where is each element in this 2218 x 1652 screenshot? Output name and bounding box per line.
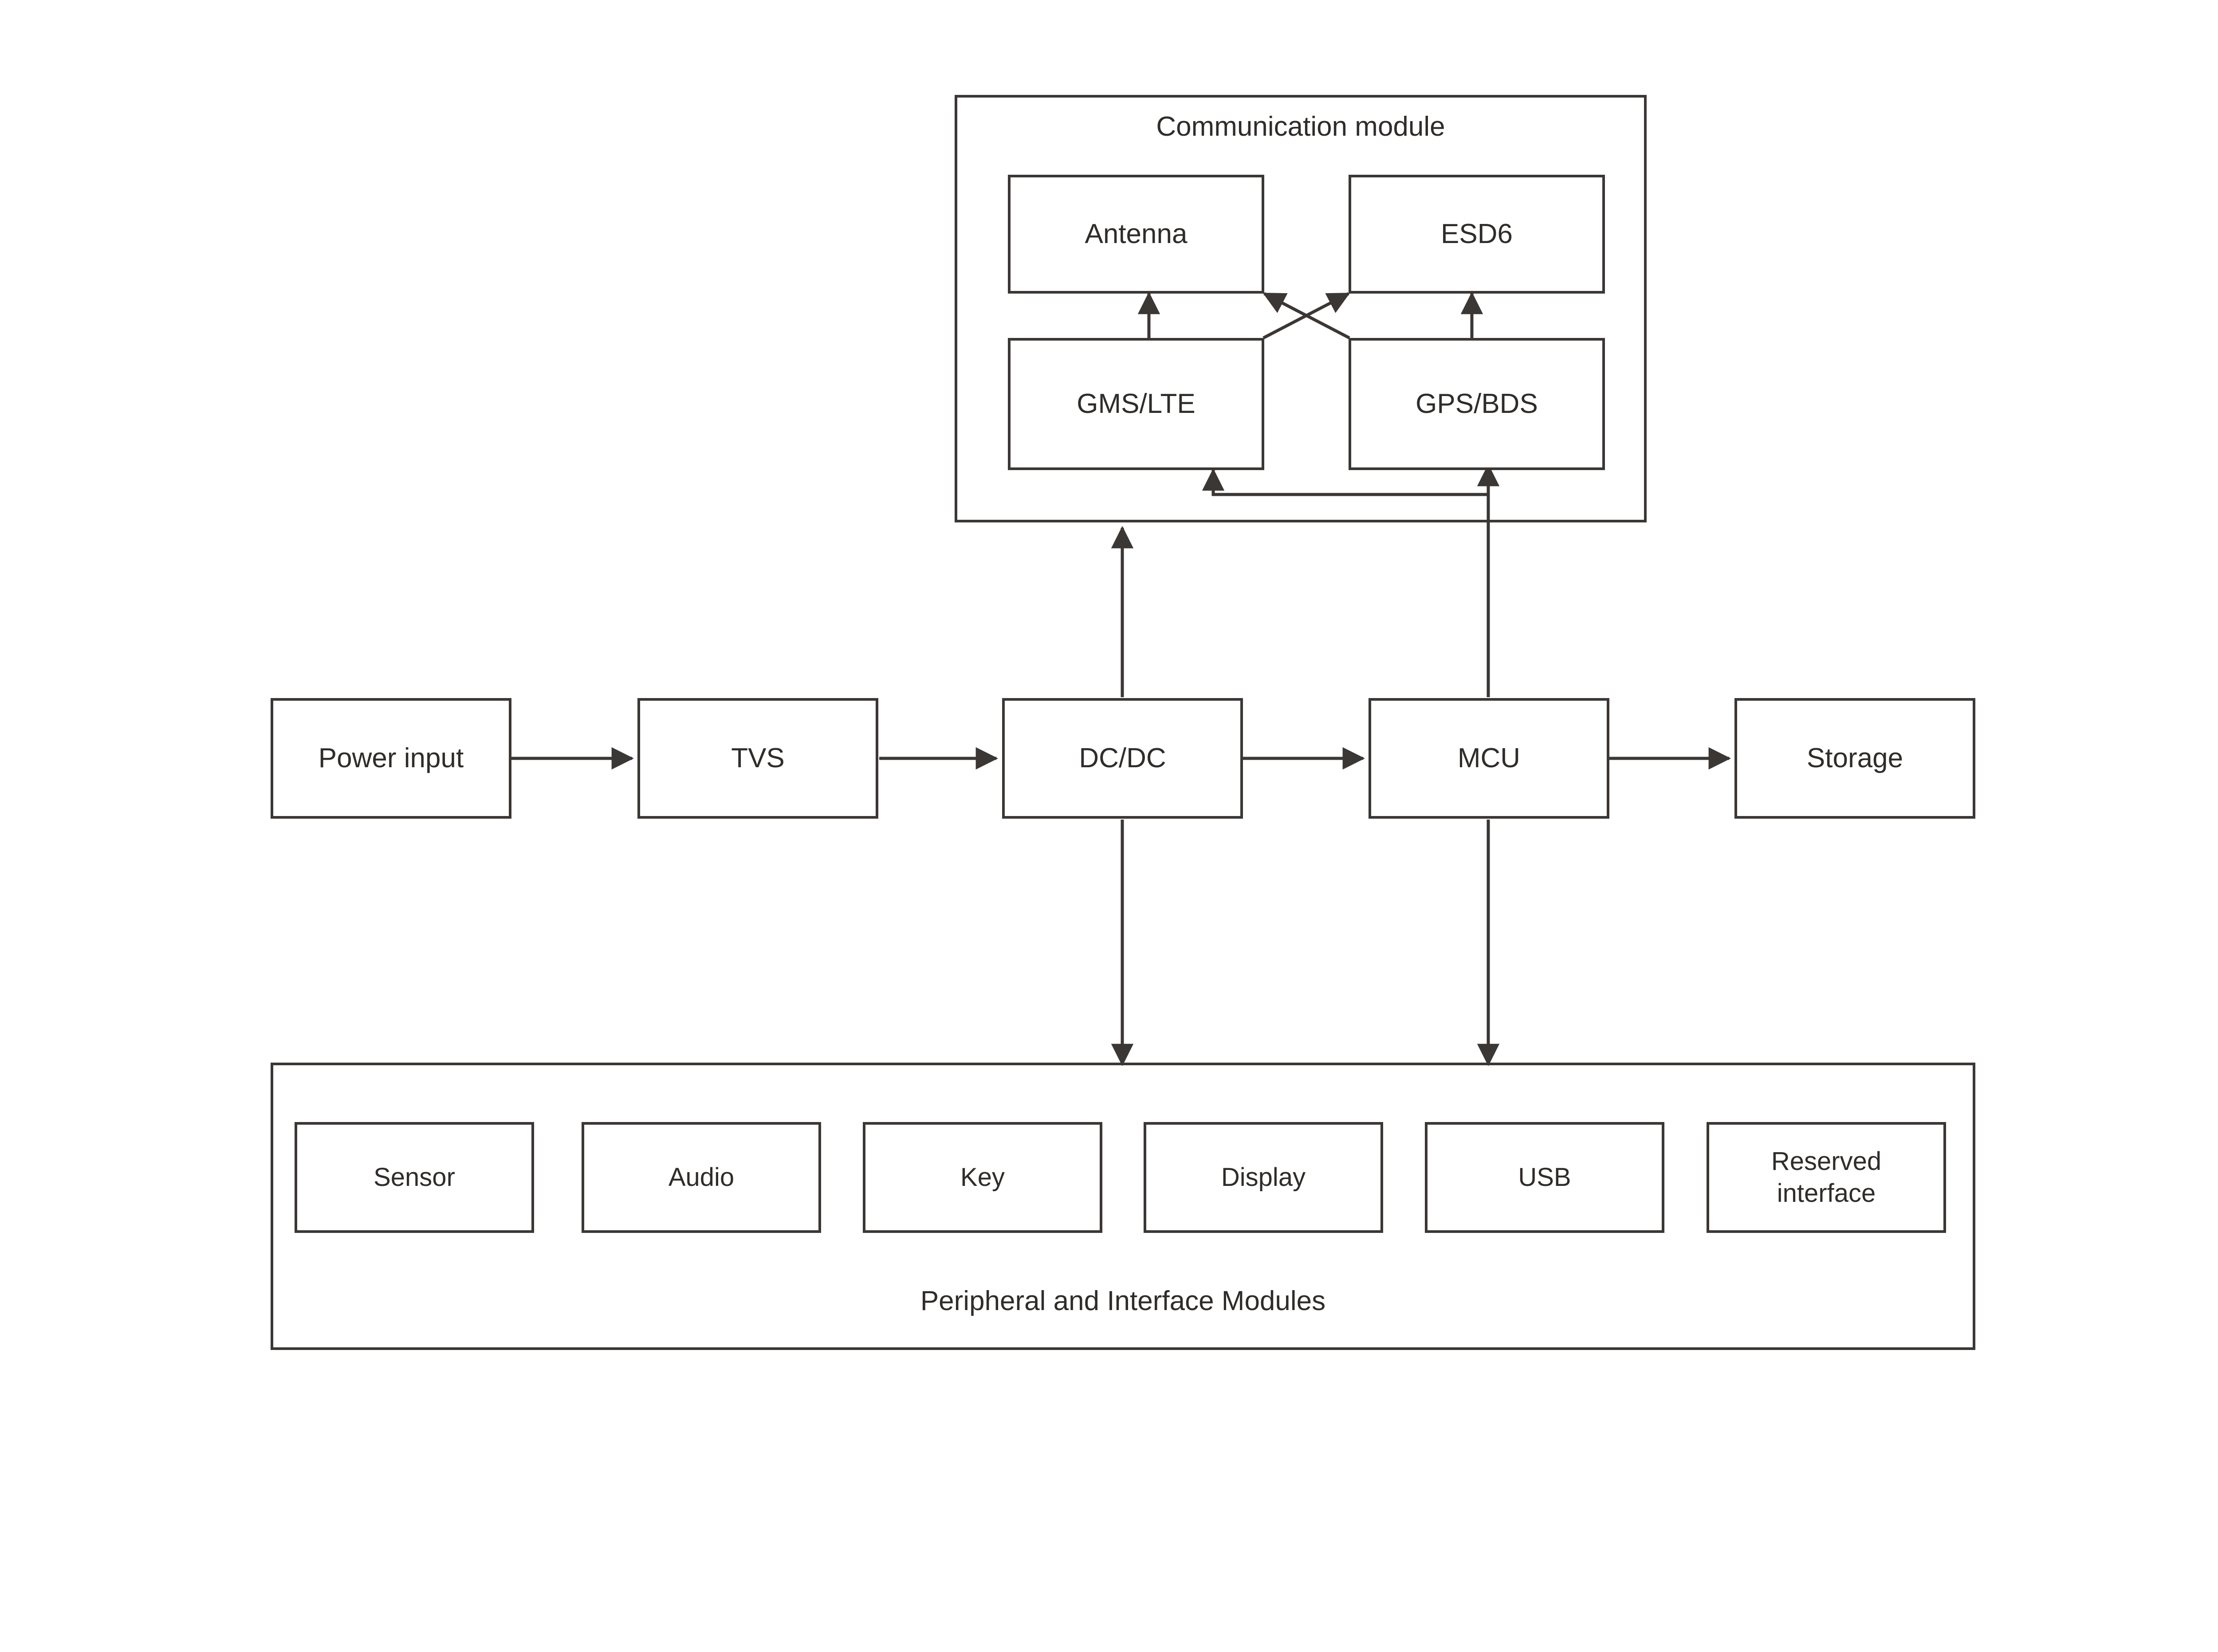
- communication-module-group: [955, 95, 1647, 522]
- node-storage[interactable]: Storage: [1734, 698, 1975, 819]
- node-mcu[interactable]: MCU: [1369, 698, 1609, 819]
- node-audio[interactable]: Audio: [582, 1122, 821, 1233]
- node-power-input[interactable]: Power input: [271, 698, 511, 819]
- node-audio-label: Audio: [668, 1162, 735, 1192]
- node-tvs-label: TVS: [731, 743, 785, 774]
- node-tvs[interactable]: TVS: [637, 698, 878, 819]
- node-key[interactable]: Key: [863, 1122, 1102, 1233]
- node-gps-bds[interactable]: GPS/BDS: [1349, 338, 1605, 470]
- node-power-input-label: Power input: [318, 743, 464, 774]
- node-dcdc[interactable]: DC/DC: [1002, 698, 1243, 819]
- node-esd6-label: ESD6: [1441, 219, 1513, 250]
- node-esd6[interactable]: ESD6: [1349, 175, 1605, 294]
- node-usb[interactable]: USB: [1425, 1122, 1664, 1233]
- node-antenna[interactable]: Antenna: [1008, 175, 1264, 294]
- node-antenna-label: Antenna: [1085, 219, 1188, 250]
- node-storage-label: Storage: [1806, 743, 1903, 774]
- node-reserved-interface-label: Reserved interface: [1771, 1146, 1882, 1208]
- node-display[interactable]: Display: [1144, 1122, 1383, 1233]
- peripheral-modules-group: [271, 1063, 1975, 1350]
- node-key-label: Key: [960, 1162, 1005, 1192]
- node-sensor-label: Sensor: [374, 1162, 455, 1192]
- node-sensor[interactable]: Sensor: [295, 1122, 534, 1233]
- node-gps-bds-label: GPS/BDS: [1416, 388, 1538, 420]
- node-gms-lte[interactable]: GMS/LTE: [1008, 338, 1264, 470]
- node-display-label: Display: [1221, 1162, 1306, 1192]
- node-reserved-interface[interactable]: Reserved interface: [1707, 1122, 1946, 1233]
- node-mcu-label: MCU: [1457, 743, 1521, 774]
- edge-gpsbds-to-antenna: [1262, 292, 1350, 340]
- node-usb-label: USB: [1518, 1162, 1571, 1192]
- node-gms-lte-label: GMS/LTE: [1077, 388, 1196, 420]
- edge-mcu-branch-to-gmslte: [1202, 468, 1488, 496]
- node-dcdc-label: DC/DC: [1079, 743, 1166, 774]
